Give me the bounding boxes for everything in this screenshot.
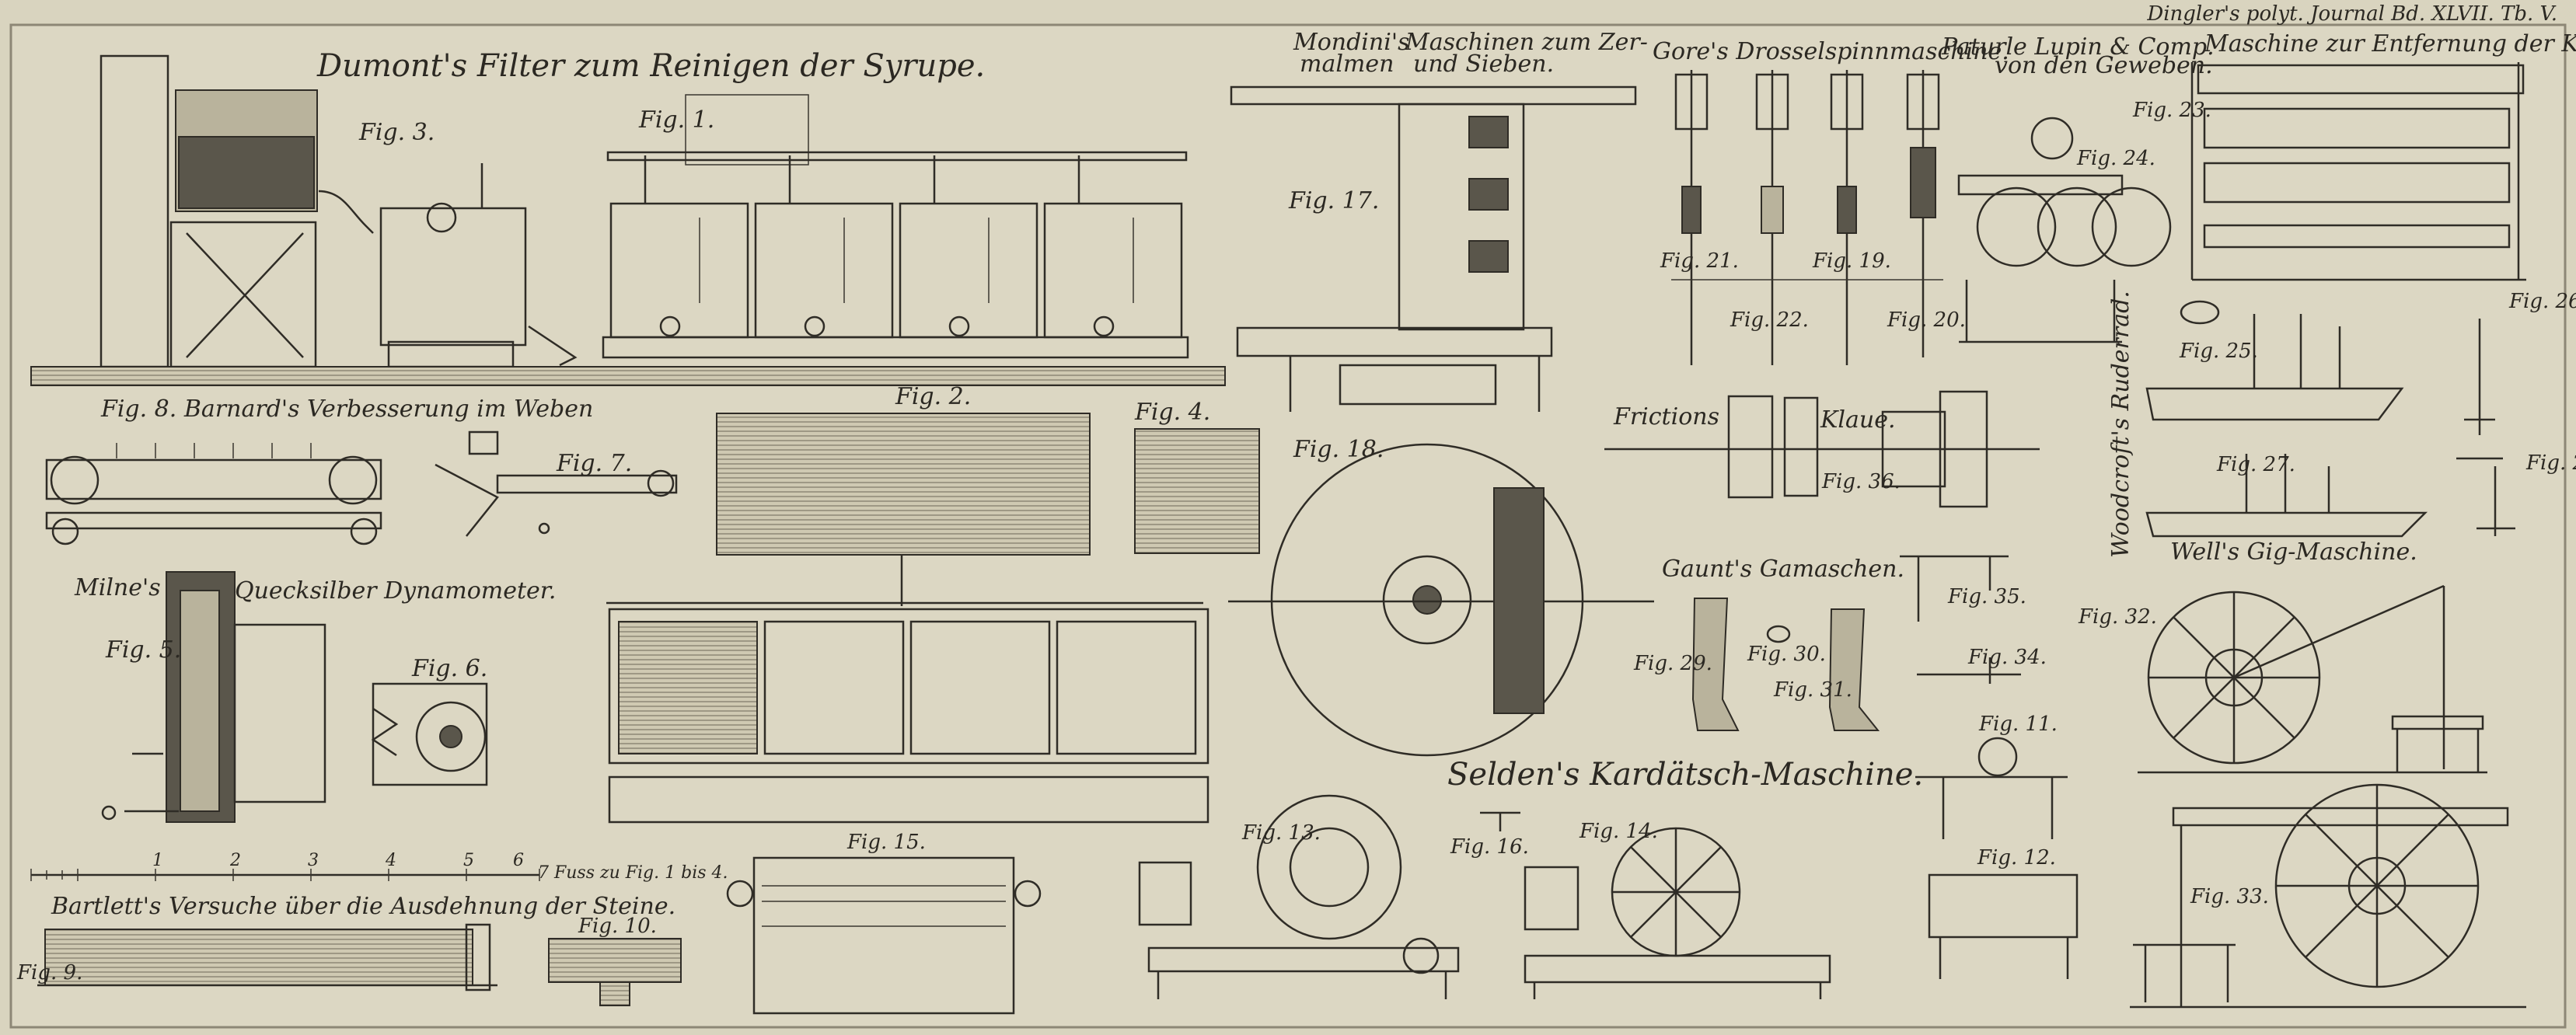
caption-maschinen-2: und Sieben. xyxy=(1413,51,1554,78)
caption-woodcroft: Woodcroft's Ruderrad. xyxy=(2107,291,2134,558)
fig27-label: Fig. 27. xyxy=(2216,453,2295,476)
fig33-label: Fig. 33. xyxy=(2190,885,2269,908)
caption-dumont: Dumont's Filter zum Reinigen der Syrupe. xyxy=(316,48,985,84)
selden-fig13-drawing xyxy=(1138,794,1460,999)
fig9-label: Fig. 9. xyxy=(16,961,82,984)
fig23-label: Fig. 23. xyxy=(2132,99,2211,122)
barnard-fig8-drawing xyxy=(45,443,382,545)
caption-mondini-1: Mondini's xyxy=(1293,29,1409,56)
scale-tick-6: 6 xyxy=(513,851,524,870)
scale-tick-4: 4 xyxy=(385,851,396,870)
fig11-drawing xyxy=(1915,737,2068,839)
gaunt-drawings xyxy=(1691,598,1880,731)
caption-gore: Gore's Drosselspinnmaschine. xyxy=(1653,38,2009,65)
scale-tick-3: 3 xyxy=(308,851,319,870)
gore-drawings xyxy=(1671,70,1943,365)
fig6-label: Fig. 6. xyxy=(411,655,487,682)
caption-knoten: Maschine zur Entfernung der Knoten xyxy=(2204,30,2576,57)
scale-bar xyxy=(30,869,540,881)
fig28-label: Fig. 28. xyxy=(2525,451,2576,475)
caption-milne-1: Milne's xyxy=(74,574,161,601)
fig21-label: Fig. 21. xyxy=(1660,249,1739,273)
fig29-label: Fig. 29. xyxy=(1633,652,1712,675)
fig16-label: Fig. 16. xyxy=(1450,835,1529,859)
fig10-label: Fig. 10. xyxy=(578,915,657,938)
fig19-label: Fig. 19. xyxy=(1812,249,1891,273)
klaue-fig36-drawing xyxy=(1604,390,2040,508)
scale-tick-1: 1 xyxy=(152,851,163,870)
fig32-label: Fig. 32. xyxy=(2078,605,2157,629)
caption-mondini-2: malmen xyxy=(1300,51,1394,78)
fig34-drawing xyxy=(1917,657,2021,684)
fig34-label: Fig. 34. xyxy=(1967,646,2047,669)
selden-fig14-drawing xyxy=(1524,827,1831,999)
fig18-label: Fig. 18. xyxy=(1293,436,1384,463)
fig15-label: Fig. 15. xyxy=(846,831,926,854)
milne-fig5-drawing xyxy=(101,571,326,823)
wells-fig33-drawing xyxy=(2130,783,2526,1009)
milne-fig6-drawing xyxy=(371,682,488,786)
caption-paturle-1: Paturle Lupin & Comp. xyxy=(1941,33,2215,61)
wells-fig32-drawing xyxy=(2138,584,2487,774)
scale-tick-5: 5 xyxy=(463,851,474,870)
caption-maschinen-1: Maschinen zum Zer- xyxy=(1405,29,1648,56)
fig30-label: Fig. 30. xyxy=(1747,643,1826,666)
fig36-label: Fig. 36. xyxy=(1821,470,1901,493)
caption-bartlett: Bartlett's Versuche über die Ausdehnung … xyxy=(51,893,675,920)
fig24-label: Fig. 24. xyxy=(2076,147,2155,170)
fig1-label: Fig. 1. xyxy=(638,106,714,134)
bartlett-fig9-drawing xyxy=(37,923,497,991)
knoten-fig23-drawing xyxy=(2190,62,2526,281)
scale-ticks: 1 2 3 4 5 6 xyxy=(152,851,524,870)
barnard-fig7-drawing xyxy=(435,430,678,537)
fig31-label: Fig. 31. xyxy=(1773,678,1852,702)
caption-frictions: Frictions xyxy=(1613,403,1719,430)
fig22-label: Fig. 22. xyxy=(1730,308,1809,332)
dumont-fig2-drawing xyxy=(606,413,1209,824)
fig13-label: Fig. 13. xyxy=(1241,821,1321,845)
fig2-label: Fig. 2. xyxy=(895,383,971,410)
fig20-label: Fig. 20. xyxy=(1887,308,1966,332)
fig3-label: Fig. 3. xyxy=(358,119,435,146)
fig35-drawing xyxy=(1900,555,2009,622)
dumont-fig3-drawing xyxy=(99,54,578,368)
dumont-fig4-drawing xyxy=(1134,428,1260,554)
fig12-drawing xyxy=(1928,873,2079,979)
dumont-fig1-drawing xyxy=(602,94,1189,359)
fig25-label: Fig. 25. xyxy=(2179,340,2258,363)
ground-strip xyxy=(30,366,1226,386)
plate-border xyxy=(9,23,2567,1029)
fig17-label: Fig. 17. xyxy=(1288,187,1379,214)
fig4-label: Fig. 4. xyxy=(1134,399,1210,426)
caption-selden: Selden's Kardätsch-Maschine. xyxy=(1447,757,1923,793)
bartlett-fig10-drawing xyxy=(548,938,682,1006)
caption-milne-2: Quecksilber Dynamometer. xyxy=(235,577,556,605)
scale-tick-2: 2 xyxy=(229,851,241,870)
fig15-drawing xyxy=(726,856,1042,1015)
mondini-fig17-drawing xyxy=(1230,85,1637,412)
fig5-label: Fig. 5. xyxy=(105,636,181,664)
paturle-fig24-drawing xyxy=(1957,117,2172,343)
caption-wells: Well's Gig-Maschine. xyxy=(2170,538,2417,566)
fig26-label: Fig. 26. xyxy=(2508,290,2576,313)
woodcroft-ships xyxy=(2145,300,2515,538)
fig7-label: Fig. 7. xyxy=(556,450,632,477)
caption-barnard: Fig. 8. Barnard's Verbesserung im Weben xyxy=(100,396,593,423)
fig14-label: Fig. 14. xyxy=(1579,820,1658,843)
mondini-fig18-drawing xyxy=(1228,443,1654,757)
plate-header: Dingler's polyt. Journal Bd. XLVII. Tb. … xyxy=(2146,2,2557,26)
fig11-label: Fig. 11. xyxy=(1978,713,2058,736)
fig12-label: Fig. 12. xyxy=(1977,846,2056,869)
fig16-drawing xyxy=(1480,811,1520,831)
caption-paturle-2: von den Geweben. xyxy=(1995,52,2213,79)
fig35-label: Fig. 35. xyxy=(1947,585,2026,608)
caption-gaunt: Gaunt's Gamaschen. xyxy=(1662,556,1904,583)
caption-klaue: Klaue. xyxy=(1820,406,1896,434)
scale-note: 7 Fuss zu Fig. 1 bis 4. xyxy=(538,863,728,883)
